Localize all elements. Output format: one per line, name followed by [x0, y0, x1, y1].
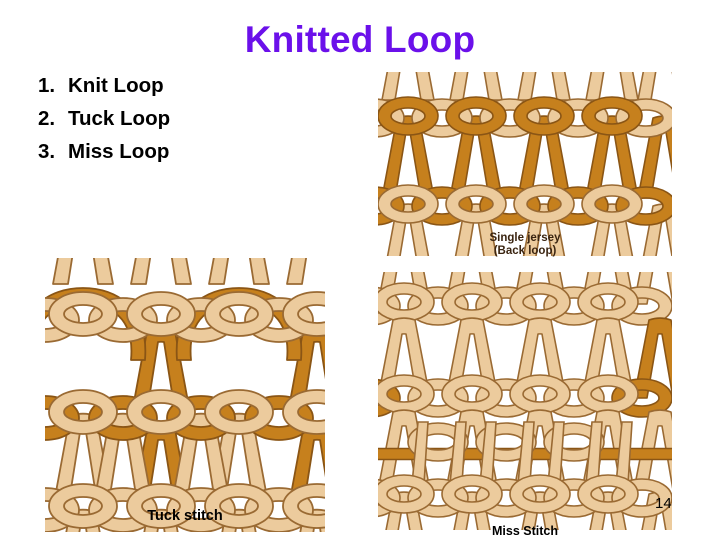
list-item: 1. Knit Loop [38, 74, 338, 107]
page-title: Knitted Loop [244, 19, 476, 60]
list-item-label: Tuck Loop [68, 107, 171, 130]
list-item-number: 2. [38, 107, 56, 130]
figure-caption-tuck-stitch: Tuck stitch [147, 508, 223, 524]
list-item-label: Knit Loop [68, 74, 164, 97]
list-item-number: 3. [38, 140, 56, 163]
caption-line-2: (Back loop) [493, 244, 557, 257]
miss-stitch-diagram [378, 272, 672, 530]
page-number: 14 [655, 495, 672, 512]
figure-tuck-stitch [45, 258, 325, 532]
tuck-stitch-diagram [45, 258, 325, 532]
single-jersey-diagram [378, 72, 672, 256]
caption-line-1: Single jersey [489, 232, 561, 244]
list-item: 2. Tuck Loop [38, 107, 338, 140]
bullet-list: 1. Knit Loop 2. Tuck Loop 3. Miss Loop [38, 74, 338, 173]
figure-miss-stitch [378, 272, 672, 530]
list-item-label: Miss Loop [68, 140, 170, 163]
figure-caption-miss-stitch: Miss Stitch [492, 524, 558, 538]
figure-single-jersey [378, 72, 672, 256]
list-item-number: 1. [38, 74, 56, 97]
figure-caption-single-jersey: Single jersey (Back loop) [378, 232, 672, 257]
list-item: 3. Miss Loop [38, 140, 338, 173]
